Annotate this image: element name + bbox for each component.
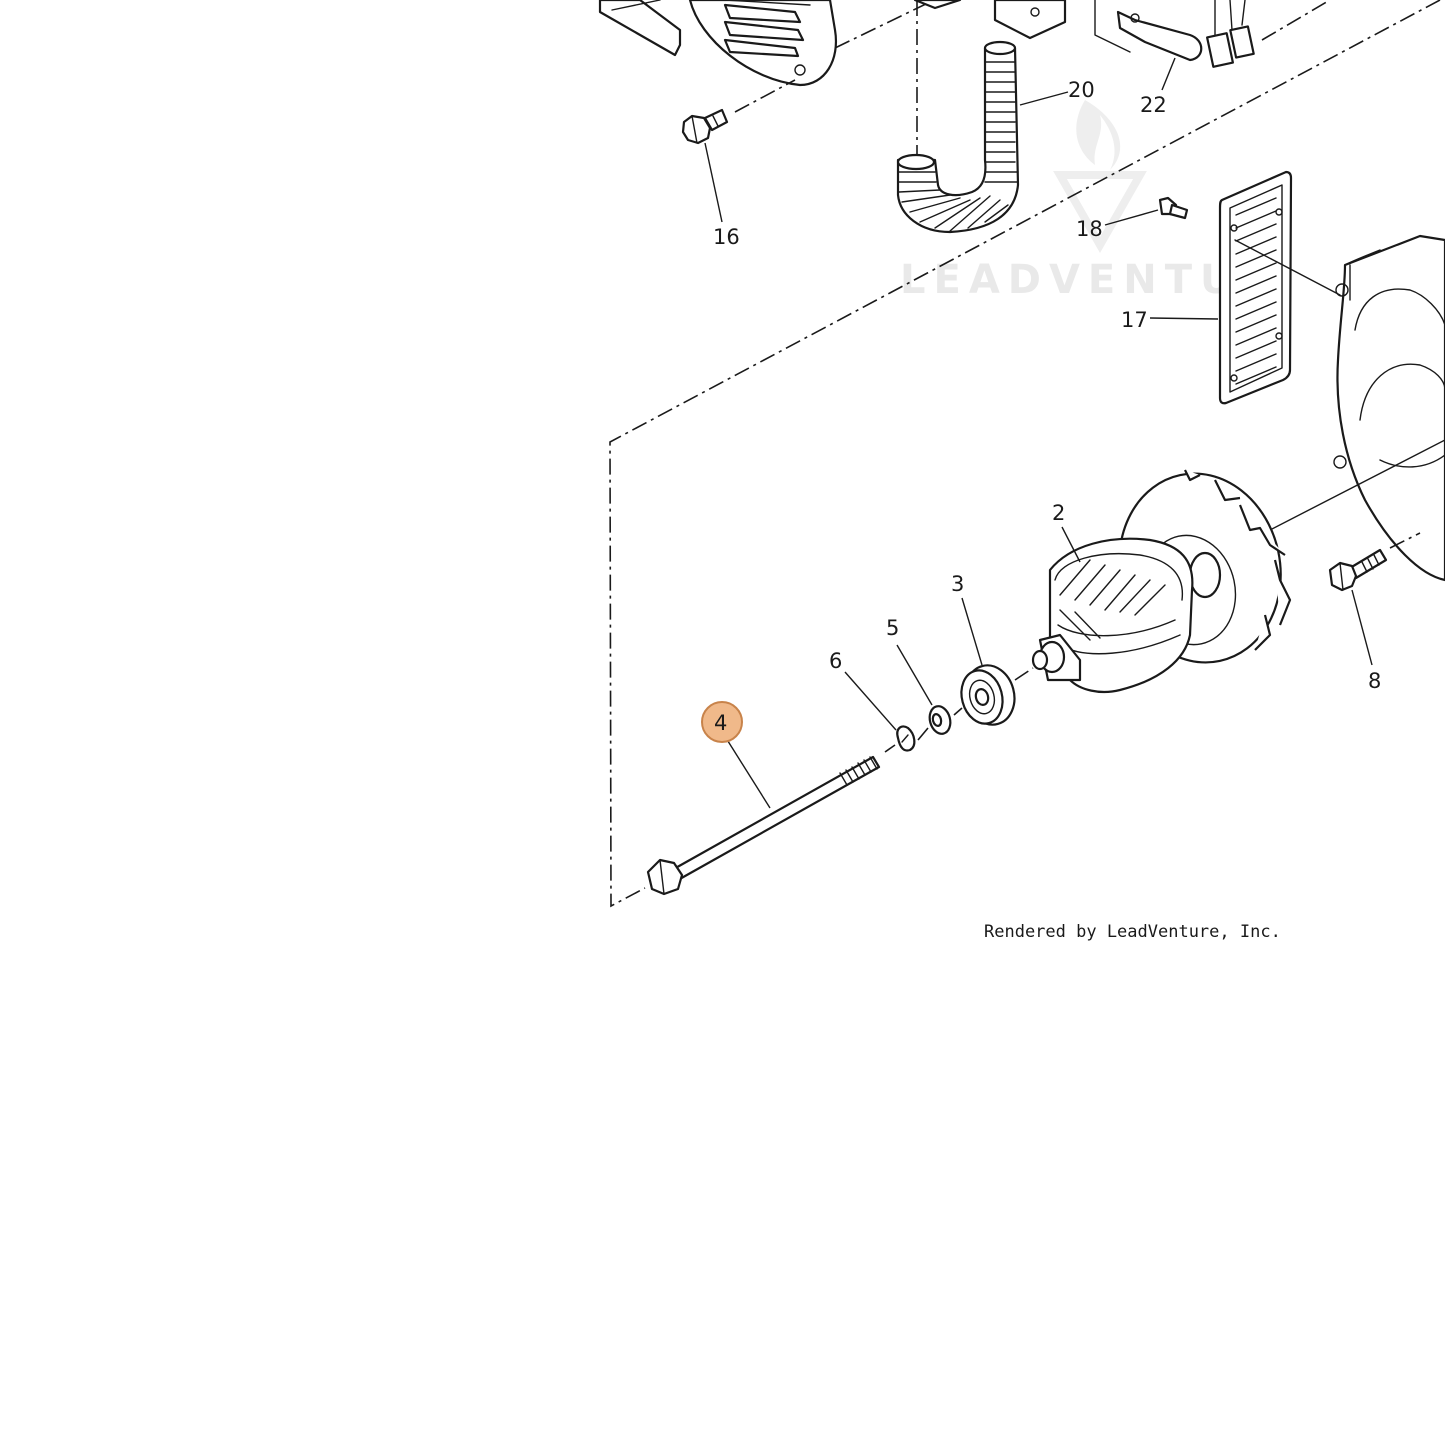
render-credit: Rendered by LeadVenture, Inc. bbox=[984, 922, 1281, 942]
callout-2[interactable]: 2 bbox=[1052, 501, 1065, 525]
through-bolt-icon bbox=[646, 737, 896, 896]
callout-22[interactable]: 22 bbox=[1140, 93, 1167, 117]
bolt-icon bbox=[681, 79, 796, 223]
connector-icon bbox=[1094, 0, 1331, 91]
callout-5[interactable]: 5 bbox=[886, 616, 899, 640]
highlight-marker[interactable] bbox=[701, 701, 743, 743]
hose-icon bbox=[896, 0, 1069, 234]
callout-8[interactable]: 8 bbox=[1368, 669, 1381, 693]
watermark: LEADVENTU bbox=[900, 100, 1241, 303]
washer-icon bbox=[896, 644, 952, 735]
callout-16[interactable]: 16 bbox=[713, 225, 740, 249]
callout-6[interactable]: 6 bbox=[829, 649, 842, 673]
callout-17[interactable]: 17 bbox=[1121, 308, 1148, 332]
screw-icon bbox=[1104, 196, 1189, 226]
end-cover-icon bbox=[598, 0, 931, 87]
fan-housing-icon bbox=[1269, 234, 1445, 582]
bracket-icon bbox=[913, 0, 1067, 40]
bearing-icon bbox=[960, 597, 1016, 726]
spring-washer-icon bbox=[844, 671, 963, 752]
rotor-icon bbox=[1014, 469, 1292, 694]
watermark-text: LEADVENTU bbox=[900, 257, 1241, 303]
filter-plate-icon bbox=[1149, 170, 1341, 405]
callout-18[interactable]: 18 bbox=[1076, 217, 1103, 241]
assembly-boundary bbox=[609, 0, 1441, 908]
bolt-8-icon bbox=[1328, 532, 1421, 666]
callout-4[interactable]: 4 bbox=[714, 711, 727, 735]
callout-20[interactable]: 20 bbox=[1068, 78, 1095, 102]
callout-3[interactable]: 3 bbox=[951, 572, 964, 596]
